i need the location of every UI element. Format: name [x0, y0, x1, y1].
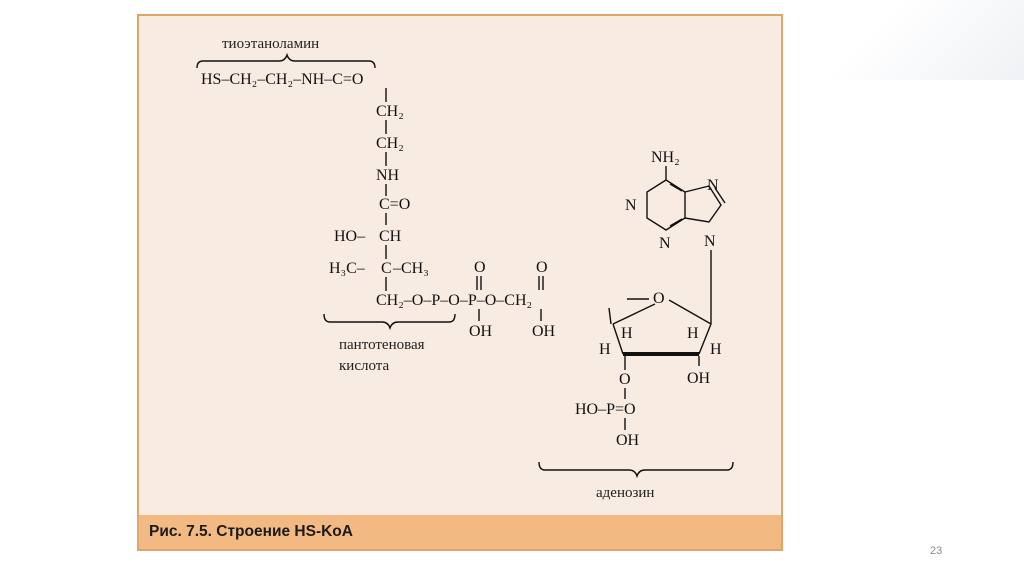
formula-hydrogen: H	[621, 325, 633, 342]
formula-oxo: O	[474, 259, 486, 276]
formula-phosphate-group: HO–P=O	[575, 401, 636, 418]
double-bond	[714, 187, 726, 204]
formula-nitrogen: N	[659, 235, 671, 252]
bond	[612, 323, 624, 355]
hs-coa-structure-diagram: тиоэтаноламин HS–CH₂–CH₂–NH–C=O CH₂ CH₂ …	[196, 36, 734, 501]
formula-oxygen: O	[619, 371, 631, 388]
label-pantothenic-acid: кислота	[339, 358, 389, 374]
figure-panel: тиоэтаноламин HS–CH₂–CH₂–NH–C=O CH₂ CH₂ …	[137, 14, 783, 551]
formula-ch: CH	[379, 228, 402, 245]
label-pantothenic-acid: пантотеновая	[339, 337, 425, 353]
formula-carbonyl: C=O	[379, 196, 410, 213]
slide-background-accent	[764, 0, 1024, 80]
formula-oh: OH	[687, 370, 711, 387]
label-thioethanolamine: тиоэтаноламин	[222, 36, 319, 52]
pyrimidine-ring	[646, 179, 686, 231]
formula-ch2: CH₂	[376, 103, 404, 120]
formula-hydroxyl: HO–	[334, 228, 366, 245]
figure-caption: Рис. 7.5. Строение HS-KoA	[149, 523, 353, 540]
formula-hydrogen: H	[687, 325, 699, 342]
formula-oh: OH	[469, 323, 493, 340]
formula-methyl-right: –CH₃	[392, 260, 429, 277]
formula-nitrogen: N	[704, 233, 716, 250]
formula-hydrogen: H	[710, 341, 722, 358]
brace-pantothenic-acid	[323, 313, 456, 331]
bond	[608, 307, 612, 325]
figure-caption-bar: Рис. 7.5. Строение HS-KoA	[139, 515, 781, 549]
formula-ch2: CH₂	[376, 135, 404, 152]
formula-nitrogen: N	[707, 177, 719, 194]
formula-nh: NH	[376, 167, 400, 184]
formula-oh: OH	[532, 323, 556, 340]
slide-number: 23	[930, 545, 943, 557]
formula-oxo: O	[536, 259, 548, 276]
formula-nitrogen: N	[625, 197, 637, 214]
imidazole-ring	[684, 185, 722, 223]
bond	[612, 303, 656, 325]
double-bond	[669, 218, 683, 227]
brace-thioethanolamine	[196, 52, 376, 69]
brace-adenosine	[538, 461, 734, 479]
double-bond	[669, 183, 683, 192]
bond	[668, 299, 712, 325]
bond	[698, 323, 712, 355]
formula-phosphate-linker: CH₂–O–P–O–P–O–CH₂	[376, 292, 532, 309]
formula-ring-oxygen: O	[653, 290, 665, 307]
formula-oh: OH	[616, 432, 640, 449]
label-adenosine: аденозин	[596, 485, 654, 501]
formula-amino: NH₂	[651, 149, 680, 166]
formula-quaternary-c: C	[381, 260, 392, 277]
formula-methyl-left: H₃C–	[329, 260, 366, 277]
formula-hydrogen: H	[599, 341, 611, 358]
formula-top-chain: HS–CH₂–CH₂–NH–C=O	[201, 71, 363, 88]
